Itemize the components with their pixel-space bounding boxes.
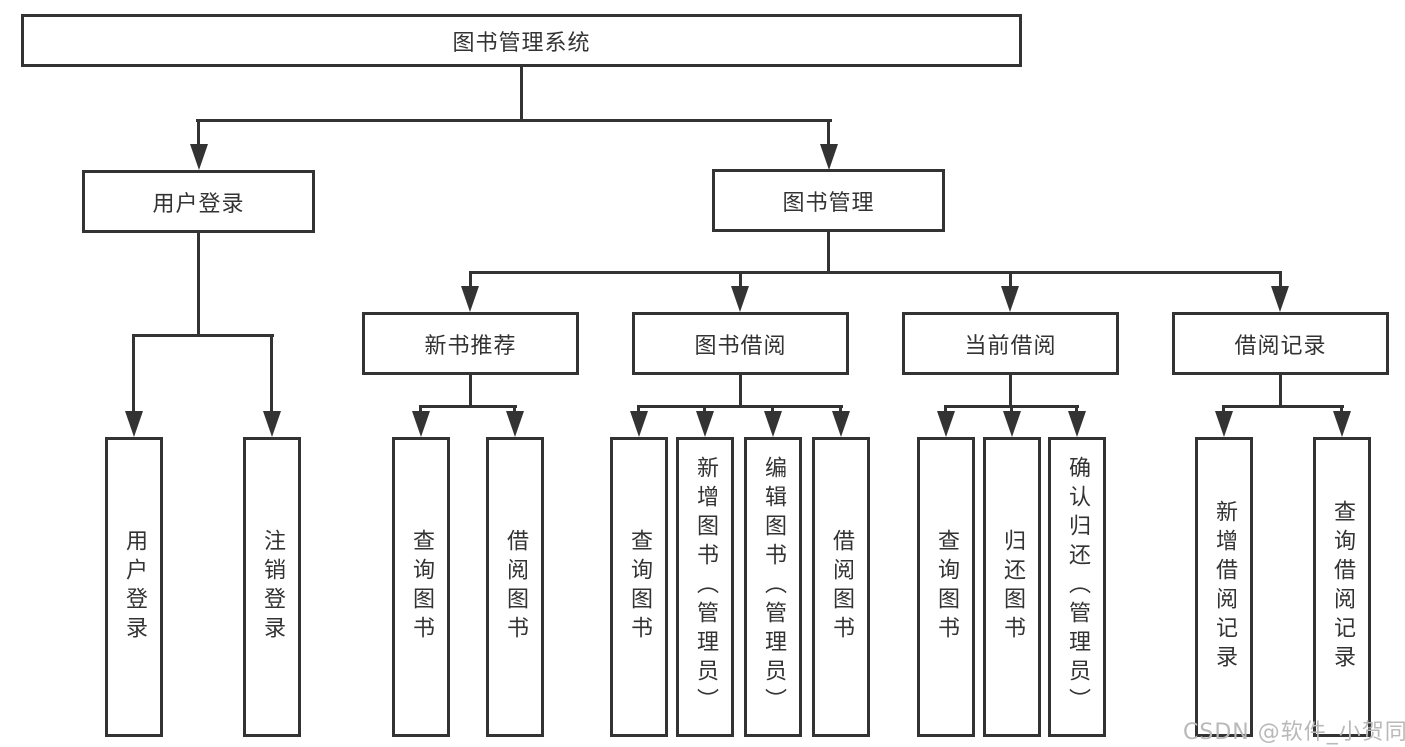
- leaf-add-book-admin: 新增图书（管理员）: [676, 437, 734, 737]
- connector-line: [839, 405, 842, 415]
- leaf-return-books: 归还图书: [983, 437, 1041, 737]
- arrow-down-icon: [125, 411, 143, 437]
- connector-line: [703, 405, 706, 415]
- leaf-label: 查询图书: [627, 528, 652, 646]
- connector-line: [469, 375, 472, 408]
- arrow-down-icon: [1215, 411, 1233, 437]
- node-user-login: 用户登录: [82, 170, 315, 233]
- arrow-down-icon: [263, 411, 281, 437]
- arrow-down-icon: [820, 144, 838, 170]
- leaf-confirm-return-admin: 确认归还（管理员）: [1048, 437, 1106, 737]
- arrow-down-icon: [190, 144, 208, 170]
- connector-line: [1009, 375, 1012, 408]
- connector-line: [197, 233, 200, 336]
- arrow-down-icon: [1003, 411, 1021, 437]
- connector-line: [827, 232, 830, 274]
- connector-line: [132, 334, 135, 414]
- node-label: 借阅记录: [1234, 333, 1327, 359]
- leaf-label: 用户登录: [122, 528, 147, 646]
- connector-line: [513, 405, 516, 415]
- connector-line: [1279, 375, 1282, 408]
- csdn-watermark: CSDN @软件_小贺同学: [1183, 720, 1405, 745]
- connector-line: [944, 405, 947, 415]
- arrow-down-icon: [696, 411, 714, 437]
- connector-line: [1010, 405, 1013, 415]
- arrow-down-icon: [937, 411, 955, 437]
- arrow-down-icon: [412, 411, 430, 437]
- connector-line: [739, 271, 742, 291]
- leaf-query-books-borrowing: 查询图书: [610, 437, 668, 737]
- connector-line: [1340, 405, 1343, 415]
- leaf-label: 归还图书: [1000, 528, 1025, 646]
- node-new-book-recommendation: 新书推荐: [362, 312, 579, 375]
- leaf-label: 新增图书（管理员）: [693, 456, 718, 718]
- leaf-label: 注销登录: [260, 528, 285, 646]
- leaf-query-books-current: 查询图书: [917, 437, 975, 737]
- connector-line: [1222, 405, 1225, 415]
- node-label: 用户登录: [152, 191, 245, 217]
- node-label: 图书管理系统: [452, 30, 591, 56]
- arrow-down-icon: [1333, 411, 1351, 437]
- arrow-down-icon: [731, 286, 749, 312]
- node-label: 图书借阅: [694, 333, 787, 359]
- connector-line: [1075, 405, 1078, 415]
- leaf-label: 查询图书: [409, 528, 434, 646]
- connector-line: [1279, 271, 1282, 291]
- leaf-label: 查询借阅记录: [1330, 499, 1355, 675]
- connector-line: [771, 405, 774, 415]
- leaf-label: 编辑图书（管理员）: [761, 456, 786, 718]
- connector-line: [637, 405, 843, 408]
- leaf-edit-book-admin: 编辑图书（管理员）: [744, 437, 802, 737]
- node-book-management: 图书管理: [712, 169, 945, 232]
- node-book-borrowing: 图书借阅: [632, 312, 849, 375]
- arrow-down-icon: [764, 411, 782, 437]
- connector-line: [1222, 405, 1344, 408]
- leaf-borrow-books-recommend: 借阅图书: [486, 437, 544, 737]
- connector-line: [469, 271, 1282, 274]
- leaf-label: 查询图书: [934, 528, 959, 646]
- node-label: 当前借阅: [964, 333, 1057, 359]
- leaf-label: 确认归还（管理员）: [1065, 456, 1090, 718]
- arrow-down-icon: [461, 286, 479, 312]
- connector-line: [469, 271, 472, 291]
- connector-line: [637, 405, 640, 415]
- leaf-query-books-recommend: 查询图书: [392, 437, 450, 737]
- leaf-logout: 注销登录: [243, 437, 301, 737]
- arrow-down-icon: [832, 411, 850, 437]
- node-current-borrowing: 当前借阅: [902, 312, 1119, 375]
- leaf-label: 新增借阅记录: [1212, 499, 1237, 675]
- connector-line: [419, 405, 517, 408]
- connector-line: [520, 67, 523, 120]
- arrow-down-icon: [1001, 286, 1019, 312]
- arrow-down-icon: [630, 411, 648, 437]
- node-label: 新书推荐: [424, 333, 517, 359]
- leaf-add-borrow-record: 新增借阅记录: [1195, 437, 1253, 737]
- node-label: 图书管理: [782, 190, 875, 216]
- node-library-management-system: 图书管理系统: [21, 14, 1022, 67]
- leaf-query-borrow-record: 查询借阅记录: [1313, 437, 1371, 737]
- arrow-down-icon: [1068, 411, 1086, 437]
- arrow-down-icon: [1271, 286, 1289, 312]
- leaf-label: 借阅图书: [503, 528, 528, 646]
- leaf-borrow-books-borrowing: 借阅图书: [812, 437, 870, 737]
- connector-line: [197, 119, 200, 149]
- connector-line: [739, 375, 742, 408]
- connector-line: [196, 119, 832, 122]
- connector-line: [270, 334, 273, 414]
- connector-line: [827, 119, 830, 149]
- connector-line: [132, 334, 274, 337]
- connector-line: [1009, 271, 1012, 291]
- leaf-label: 借阅图书: [829, 528, 854, 646]
- node-borrowing-records: 借阅记录: [1172, 312, 1389, 375]
- connector-line: [419, 405, 422, 415]
- arrow-down-icon: [506, 411, 524, 437]
- leaf-user-login: 用户登录: [105, 437, 163, 737]
